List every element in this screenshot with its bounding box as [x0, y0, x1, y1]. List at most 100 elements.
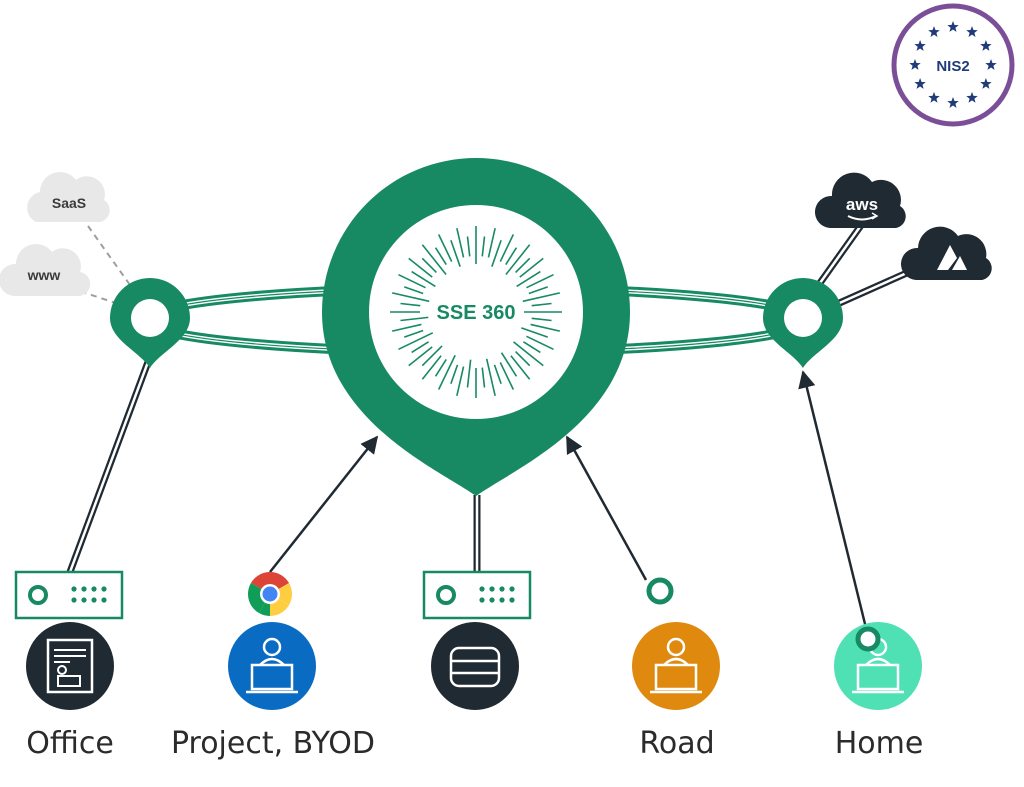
eu-star	[947, 97, 959, 108]
azure-tunnel	[833, 264, 920, 309]
sunburst-ray	[437, 354, 456, 390]
sunburst-ray	[434, 247, 447, 266]
eu-star	[928, 91, 940, 103]
aws-cloud-icon: aws	[814, 172, 906, 228]
road-label: Road	[639, 726, 714, 761]
sunburst-ray	[466, 236, 471, 257]
sunburst-ray	[487, 227, 496, 258]
eu-star	[914, 78, 926, 89]
sunburst-ray	[530, 323, 561, 332]
aws-label: aws	[846, 195, 878, 214]
right-pop-pin	[763, 278, 843, 368]
sunburst-ray	[510, 355, 531, 380]
office-tunnel	[66, 360, 152, 574]
sunburst-ray	[456, 366, 465, 397]
sunburst-ray	[450, 364, 459, 384]
nis2-badge: NIS2	[891, 3, 1015, 127]
sunburst-ray	[411, 270, 436, 288]
sunburst-ray	[505, 247, 518, 266]
sunburst-ray	[515, 257, 531, 273]
www-label: www	[27, 267, 61, 283]
sunburst-ray	[456, 227, 465, 258]
sunburst-ray	[421, 355, 442, 380]
database-icon	[431, 622, 519, 710]
sunburst-ray	[434, 358, 447, 377]
sunburst-ray	[391, 292, 430, 303]
sunburst-ray	[531, 317, 552, 322]
sunburst-ray	[421, 257, 437, 273]
datacenter-appliance-icon	[422, 570, 532, 620]
sunburst-ray	[500, 352, 518, 377]
sunburst-ray	[521, 327, 548, 338]
eu-stars-icon	[909, 21, 997, 108]
eu-star	[914, 40, 926, 51]
eu-star	[985, 59, 997, 70]
road-agent-ring	[646, 577, 674, 605]
sunburst-ray	[516, 270, 541, 288]
home-arrow	[798, 370, 868, 629]
nis2-label: NIS2	[936, 58, 969, 75]
office-appliance-icon	[14, 570, 124, 620]
eu-star	[980, 40, 992, 51]
sunburst-ray	[400, 316, 429, 322]
sunburst-icon	[390, 226, 562, 398]
sunburst-ray	[485, 358, 496, 397]
eu-star	[966, 91, 978, 103]
sunburst-ray	[519, 257, 544, 278]
sunburst-ray	[499, 362, 515, 390]
eu-star	[909, 59, 921, 70]
saas-cloud: SaaS	[27, 172, 110, 222]
home-laptop-user-icon	[834, 622, 922, 710]
www-cloud: www	[0, 244, 91, 297]
sunburst-ray	[526, 273, 554, 289]
sunburst-ray	[528, 286, 548, 295]
sunburst-ray	[408, 346, 433, 367]
sse-360-label: SSE 360	[437, 302, 516, 324]
road-arrow	[565, 435, 648, 581]
sunburst-ray	[522, 292, 561, 303]
sunburst-ray	[491, 240, 502, 267]
sunburst-ray	[466, 359, 472, 388]
sunburst-ray	[398, 273, 426, 289]
sse-360-hub: SSE 360	[322, 158, 630, 496]
sunburst-ray	[404, 329, 424, 338]
sunburst-ray	[515, 351, 531, 367]
sunburst-ray	[408, 257, 433, 278]
road-laptop-user-icon	[632, 622, 720, 710]
sunburst-ray	[531, 302, 552, 307]
byod-label: Project, BYOD	[171, 726, 375, 761]
office-label: Office	[26, 726, 114, 761]
saas-link	[87, 225, 136, 293]
left-pop-pin	[110, 278, 190, 368]
eu-star	[928, 26, 940, 37]
sunburst-ray	[505, 244, 531, 275]
saas-label: SaaS	[52, 195, 86, 211]
sunburst-ray	[404, 286, 424, 295]
sunburst-ray	[437, 234, 453, 262]
sunburst-ray	[513, 341, 544, 367]
eu-star	[966, 26, 978, 37]
home-label: Home	[835, 726, 924, 761]
sunburst-ray	[499, 234, 515, 262]
sunburst-ray	[522, 341, 541, 354]
sunburst-ray	[391, 323, 422, 332]
sunburst-ray	[421, 345, 443, 367]
sunburst-ray	[493, 364, 502, 384]
sunburst-ray	[481, 367, 486, 388]
aws-tunnel	[812, 221, 865, 293]
byod-laptop-user-icon	[228, 622, 316, 710]
sunburst-ray	[481, 236, 486, 257]
eu-star	[980, 78, 992, 89]
azure-cloud-icon	[900, 226, 992, 280]
sunburst-ray	[450, 240, 461, 267]
chrome-browser-icon	[248, 572, 292, 616]
sunburst-ray	[400, 302, 421, 307]
sunburst-ray	[526, 335, 554, 351]
sunburst-ray	[398, 332, 434, 351]
eu-star	[947, 21, 959, 32]
sunburst-ray	[421, 244, 447, 275]
office-building-icon	[26, 622, 114, 710]
home-agent-ring	[855, 626, 881, 652]
sunburst-ray	[411, 341, 430, 354]
